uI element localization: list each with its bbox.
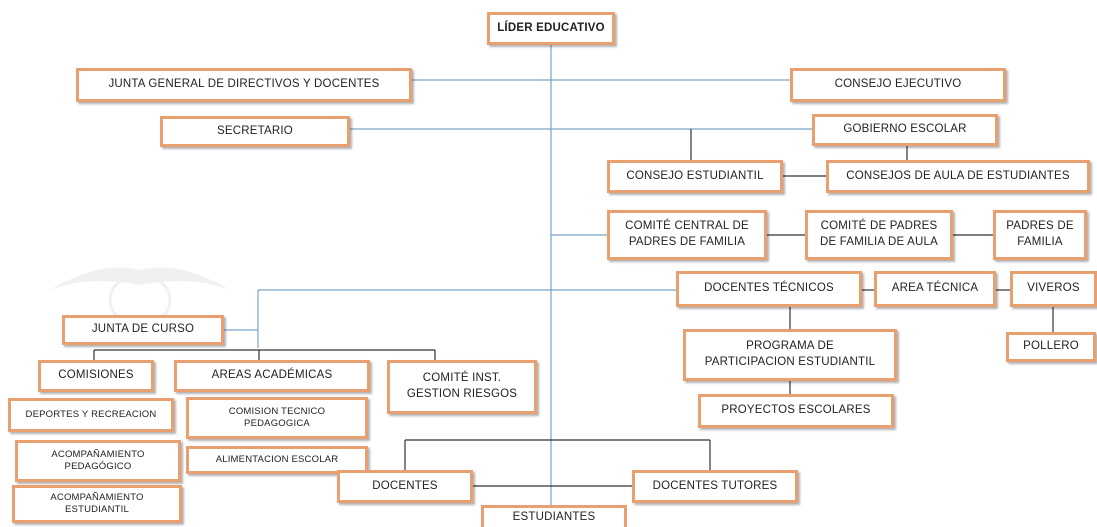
pollero-box[interactable]: POLLERO (1006, 332, 1096, 362)
junta-general-box[interactable]: JUNTA GENERAL DE DIRECTIVOS Y DOCENTES (76, 68, 412, 102)
areas-academicas-label: AREAS ACADÉMICAS (211, 369, 333, 382)
consejo-ejecutivo-label: CONSEJO EJECUTIVO (834, 78, 962, 91)
comite-riesgos-box[interactable]: COMITÉ INST. GESTION RIESGOS (387, 360, 537, 414)
programa-participacion-box[interactable]: PROGRAMA DE PARTICIPACION ESTUDIANTIL (683, 329, 897, 381)
comite-central-box[interactable]: COMITÉ CENTRAL DE PADRES DE FAMILIA (607, 210, 767, 260)
comisiones-label: COMISIONES (58, 369, 134, 382)
comision-tecnico-box[interactable]: COMISION TECNICO PEDAGOGICA (186, 397, 368, 439)
acompanamiento-pedagogico-box[interactable]: ACOMPAÑAMIENTO PEDAGÓGICO (15, 440, 181, 482)
area-tecnica-label: AREA TÉCNICA (891, 282, 979, 295)
comite-padres-aula-label: COMITÉ DE PADRES DE FAMILIA DE AULA (819, 220, 938, 248)
programa-participacion-label: PROGRAMA DE PARTICIPACION ESTUDIANTIL (704, 340, 876, 368)
comisiones-box[interactable]: COMISIONES (38, 360, 154, 392)
estudiantes-box[interactable]: ESTUDIANTES (481, 505, 627, 527)
proyectos-escolares-label: PROYECTOS ESCOLARES (721, 404, 871, 417)
padres-familia-label: PADRES DE FAMILIA (1006, 220, 1074, 248)
acompanamiento-estudiantil-box[interactable]: ACOMPAÑAMIENTO ESTUDIANTIL (12, 485, 182, 523)
junta-curso-box[interactable]: JUNTA DE CURSO (62, 315, 224, 345)
comite-central-label: COMITÉ CENTRAL DE PADRES DE FAMILIA (625, 220, 749, 248)
viveros-label: VIVEROS (1027, 282, 1080, 295)
secretario-label: SECRETARIO (217, 124, 293, 137)
alimentacion-escolar-box[interactable]: ALIMENTACION ESCOLAR (186, 446, 368, 474)
docentes-label: DOCENTES (372, 479, 438, 492)
junta-general-label: JUNTA GENERAL DE DIRECTIVOS Y DOCENTES (108, 78, 380, 91)
deportes-recreacion-box[interactable]: DEPORTES Y RECREACION (8, 398, 174, 432)
lider-educativo-label: LÍDER EDUCATIVO (497, 21, 605, 34)
docentes-tecnicos-box[interactable]: DOCENTES TÉCNICOS (676, 271, 862, 307)
acompanamiento-pedagogico-label: ACOMPAÑAMIENTO PEDAGÓGICO (51, 448, 145, 472)
padres-familia-box[interactable]: PADRES DE FAMILIA (993, 210, 1087, 260)
alimentacion-escolar-label: ALIMENTACION ESCOLAR (215, 453, 339, 465)
docentes-tutores-box[interactable]: DOCENTES TUTORES (632, 470, 798, 503)
viveros-box[interactable]: VIVEROS (1010, 271, 1097, 307)
lider-educativo-box[interactable]: LÍDER EDUCATIVO (487, 12, 615, 45)
consejo-ejecutivo-box[interactable]: CONSEJO EJECUTIVO (790, 68, 1006, 102)
consejo-estudiantil-box[interactable]: CONSEJO ESTUDIANTIL (607, 160, 783, 193)
areas-academicas-box[interactable]: AREAS ACADÉMICAS (174, 360, 370, 392)
secretario-box[interactable]: SECRETARIO (160, 116, 350, 147)
deportes-recreacion-label: DEPORTES Y RECREACION (25, 408, 157, 420)
consejos-aula-label: CONSEJOS DE AULA DE ESTUDIANTES (846, 169, 1070, 182)
junta-curso-label: JUNTA DE CURSO (91, 323, 195, 336)
estudiantes-label: ESTUDIANTES (512, 510, 596, 523)
comite-padres-aula-box[interactable]: COMITÉ DE PADRES DE FAMILIA DE AULA (805, 210, 953, 260)
consejos-aula-box[interactable]: CONSEJOS DE AULA DE ESTUDIANTES (826, 160, 1090, 193)
gobierno-escolar-box[interactable]: GOBIERNO ESCOLAR (812, 114, 998, 146)
area-tecnica-box[interactable]: AREA TÉCNICA (874, 271, 996, 307)
comision-tecnico-label: COMISION TECNICO PEDAGOGICA (228, 405, 326, 429)
pollero-label: POLLERO (1023, 340, 1079, 353)
comite-riesgos-label: COMITÉ INST. GESTION RIESGOS (406, 372, 518, 400)
acompanamiento-estudiantil-label: ACOMPAÑAMIENTO ESTUDIANTIL (50, 491, 144, 515)
docentes-tecnicos-label: DOCENTES TÉCNICOS (704, 282, 834, 295)
docentes-tutores-label: DOCENTES TUTORES (652, 479, 778, 492)
gobierno-escolar-label: GOBIERNO ESCOLAR (843, 123, 967, 136)
docentes-box[interactable]: DOCENTES (337, 470, 473, 503)
consejo-estudiantil-label: CONSEJO ESTUDIANTIL (626, 169, 764, 182)
proyectos-escolares-box[interactable]: PROYECTOS ESCOLARES (698, 394, 894, 428)
